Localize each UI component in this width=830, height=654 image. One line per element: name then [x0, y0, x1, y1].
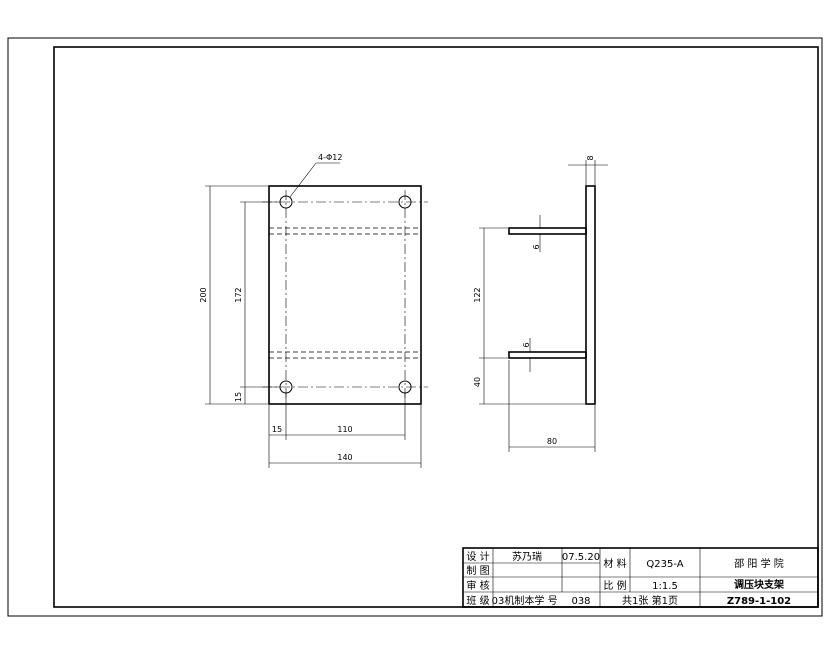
upper-flange: [508, 227, 587, 235]
title-block: 设 计 苏乃瑞 07.5.20 制 图 审 核 班 级 03机制本 学 号 03…: [462, 547, 819, 608]
title-block-frame: [462, 547, 819, 608]
drafting-label: 制 图: [466, 564, 489, 577]
dim-width: 80: [547, 437, 557, 446]
design-date: 07.5.20: [562, 552, 600, 563]
dim-height-lower: 40: [473, 377, 482, 387]
hole-circle: [398, 195, 412, 209]
review-label: 审 核: [466, 579, 489, 592]
design-label: 设 计: [466, 550, 489, 563]
material-label: 材 料: [603, 557, 626, 570]
sheet-count: 共1张 第1页: [622, 594, 678, 607]
student-no: 038: [571, 596, 590, 607]
dim-left-offset: 15: [272, 425, 282, 434]
front-view: 4-Φ12 200 172 15 15 110 140: [199, 153, 428, 468]
dim-height-total: 200: [199, 287, 208, 302]
class-value: 03机制本: [492, 594, 535, 607]
leader-line: [289, 162, 317, 198]
front-plate-outline: [268, 185, 422, 405]
dim-height-upper: 122: [473, 287, 482, 302]
dim-bottom-offset: 15: [234, 392, 243, 402]
dim-hole-spacing: 110: [337, 425, 352, 434]
side-plate-outline: [585, 185, 596, 405]
side-view: 8 6 6 122 40 80: [473, 155, 608, 452]
scale-label: 比 例: [603, 579, 626, 592]
dim-width-total: 140: [337, 453, 352, 462]
dim-flange-lower: 6: [522, 342, 531, 347]
part-name: 调压块支架: [734, 578, 784, 591]
school-name: 邵 阳 学 院: [734, 557, 784, 570]
class-label: 班 级: [466, 595, 489, 607]
hole-callout: 4-Φ12: [318, 153, 342, 162]
dim-height-holes: 172: [234, 287, 243, 302]
scale-value: 1:1.5: [652, 581, 678, 592]
designer-name: 苏乃瑞: [512, 550, 542, 563]
dim-thickness-top: 8: [586, 155, 595, 160]
drawing-number: Z789-1-102: [727, 596, 791, 607]
lower-flange: [508, 351, 587, 359]
inner-border: [53, 46, 819, 608]
outer-border: [7, 37, 823, 617]
dim-flange-upper: 6: [532, 244, 541, 249]
material-value: Q235-A: [646, 559, 683, 570]
student-no-label: 学 号: [534, 594, 557, 607]
